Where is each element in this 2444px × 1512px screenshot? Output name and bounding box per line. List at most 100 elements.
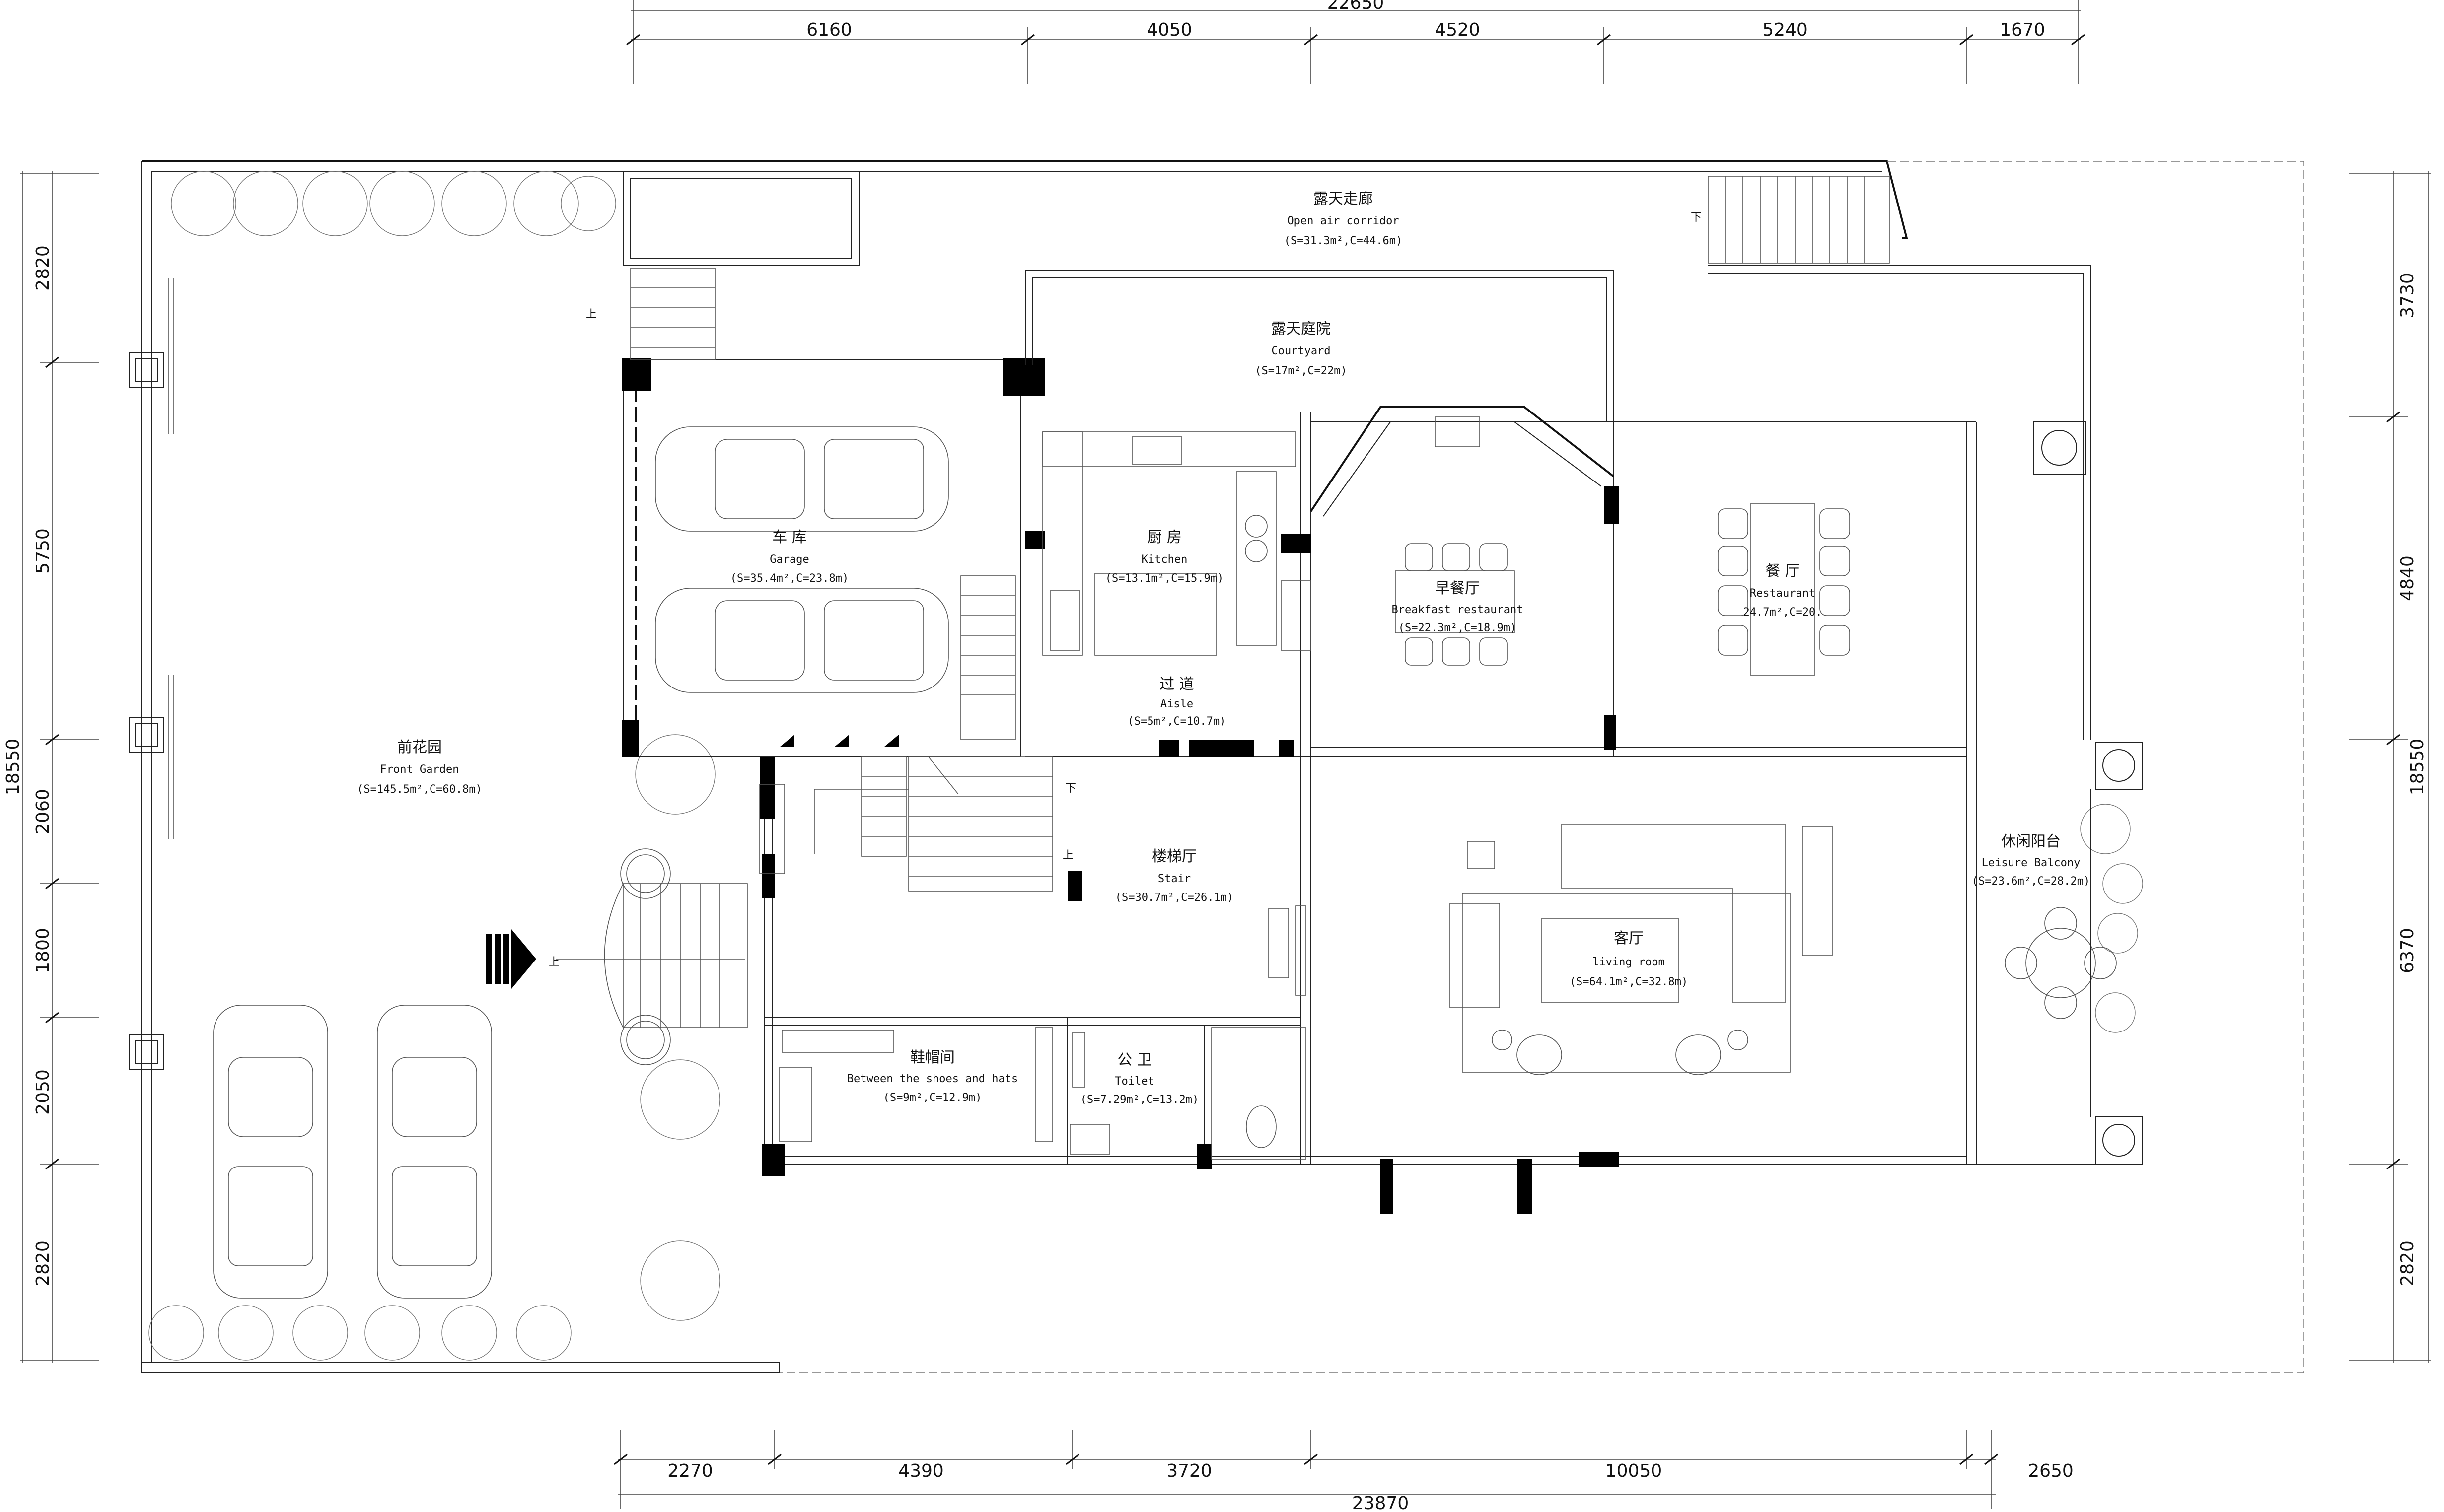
marker-down-corridor: 下 bbox=[1691, 211, 1702, 224]
room-garage: 车 库 Garage (S=35.4m²,C=23.8m) bbox=[730, 529, 849, 585]
dim-top-5: 1670 bbox=[2000, 20, 2045, 40]
room-name-en: Between the shoes and hats bbox=[847, 1073, 1018, 1085]
room-name-en: Breakfast restaurant bbox=[1392, 604, 1523, 616]
garden-cars bbox=[213, 1005, 492, 1299]
dim-top-2: 4050 bbox=[1147, 20, 1192, 40]
dim-bottom-5: 2650 bbox=[2028, 1461, 2074, 1481]
dim-bottom-3: 3720 bbox=[1166, 1461, 1212, 1481]
room-name: 早餐厅 bbox=[1435, 580, 1480, 597]
balcony-table bbox=[2005, 907, 2117, 1019]
dim-right-4: 2820 bbox=[2397, 1240, 2418, 1286]
room-name: 露天庭院 bbox=[1271, 320, 1331, 338]
room-name-en: Aisle bbox=[1160, 698, 1193, 710]
room-leisure-balcony: 休闲阳台 Leisure Balcony (S=23.6m²,C=28.2m) bbox=[1972, 833, 2090, 888]
dim-right-2: 4840 bbox=[2397, 555, 2418, 601]
dim-left-6: 2820 bbox=[33, 1240, 53, 1286]
room-name-en: Kitchen bbox=[1142, 553, 1188, 566]
room-toilet: 公 卫 Toilet (S=7.29m²,C=13.2m) bbox=[1080, 1051, 1199, 1106]
main-stair bbox=[814, 575, 1053, 892]
room-stats: (S=145.5m²,C=60.8m) bbox=[357, 783, 482, 796]
room-stats: (S=64.1m²,C=32.8m) bbox=[1570, 976, 1688, 988]
dim-top-total: 22650 bbox=[1327, 0, 1384, 13]
room-stats: (S=13.1m²,C=15.9m) bbox=[1105, 572, 1223, 585]
balcony-pillars bbox=[1976, 421, 2143, 1165]
room-restaurant: 餐 厅 Restaurant 24.7m²,C=20. bbox=[1743, 562, 1822, 619]
room-stats: 24.7m²,C=20. bbox=[1743, 606, 1822, 619]
entrance-arrow-icon bbox=[486, 929, 536, 989]
room-name: 客厅 bbox=[1614, 930, 1644, 947]
room-name-en: Restaurant bbox=[1750, 587, 1815, 600]
room-front-garden: 前花园 Front Garden (S=145.5m²,C=60.8m) bbox=[357, 739, 482, 796]
room-name: 露天走廊 bbox=[1313, 190, 1373, 207]
dim-left-1: 2820 bbox=[33, 245, 53, 291]
room-stats: (S=35.4m²,C=23.8m) bbox=[730, 572, 849, 585]
room-name-en: Front Garden bbox=[380, 763, 459, 776]
dim-bottom-2: 4390 bbox=[898, 1461, 944, 1481]
room-name-en: Toilet bbox=[1115, 1075, 1154, 1088]
room-name-en: Open air corridor bbox=[1287, 215, 1399, 227]
dim-bottom-1: 2270 bbox=[667, 1461, 713, 1481]
dim-right-1: 3730 bbox=[2397, 273, 2418, 318]
room-name: 公 卫 bbox=[1117, 1051, 1152, 1069]
dim-left-5: 2050 bbox=[33, 1069, 53, 1115]
dim-left-3: 2060 bbox=[33, 789, 53, 834]
room-name: 厨 房 bbox=[1147, 529, 1182, 546]
room-name: 楼梯厅 bbox=[1152, 848, 1197, 865]
room-name-en: Courtyard bbox=[1271, 345, 1330, 357]
room-stats: (S=30.7m²,C=26.1m) bbox=[1115, 892, 1233, 904]
room-name: 鞋帽间 bbox=[910, 1049, 955, 1066]
room-name: 休闲阳台 bbox=[2001, 833, 2061, 850]
dim-left-4: 1800 bbox=[33, 928, 53, 973]
kitchen-cabinets bbox=[1042, 431, 1311, 656]
marker-down-stair: 下 bbox=[1065, 782, 1076, 795]
room-name: 过 道 bbox=[1159, 676, 1194, 693]
room-name-en: Garage bbox=[770, 553, 809, 566]
room-breakfast: 早餐厅 Breakfast restaurant (S=22.3m²,C=18.… bbox=[1392, 580, 1523, 634]
marker-up-stair: 上 bbox=[1063, 849, 1074, 862]
room-courtyard: 露天庭院 Courtyard (S=17m²,C=22m) bbox=[1255, 320, 1347, 377]
marker-up-entrance: 上 bbox=[549, 956, 560, 968]
building-walls bbox=[622, 176, 2091, 1214]
dining-table bbox=[1718, 503, 1850, 676]
dim-bottom-4: 10050 bbox=[1605, 1461, 1662, 1481]
room-open-air-corridor: 露天走廊 Open air corridor (S=31.3m²,C=44.6m… bbox=[1284, 190, 1402, 247]
entrance-stair bbox=[556, 784, 785, 1065]
garden-pillars bbox=[129, 352, 164, 1070]
dim-right-3: 6370 bbox=[2397, 928, 2418, 973]
room-stats: (S=31.3m²,C=44.6m) bbox=[1284, 235, 1402, 247]
room-name-en: living room bbox=[1592, 956, 1665, 968]
site-boundary bbox=[129, 160, 2304, 1373]
dim-left-total: 18550 bbox=[3, 739, 23, 796]
toilet-fixtures bbox=[1070, 1027, 1306, 1160]
room-name-en: Stair bbox=[1158, 873, 1191, 885]
room-kitchen: 厨 房 Kitchen (S=13.1m²,C=15.9m) bbox=[1105, 529, 1223, 585]
room-stats: (S=9m²,C=12.9m) bbox=[883, 1092, 982, 1104]
marker-up-garage: 上 bbox=[586, 308, 597, 321]
room-shoes: 鞋帽间 Between the shoes and hats (S=9m²,C=… bbox=[847, 1049, 1018, 1104]
room-stats: (S=23.6m²,C=28.2m) bbox=[1972, 875, 2090, 888]
dim-top-3: 4520 bbox=[1435, 20, 1480, 40]
room-stats: (S=22.3m²,C=18.9m) bbox=[1398, 622, 1516, 634]
dimension-labels: 22650 6160 4050 4520 5240 1670 2270 4390… bbox=[3, 0, 2428, 1512]
room-name-en: Leisure Balcony bbox=[1982, 857, 2081, 869]
garage-cars bbox=[655, 426, 949, 693]
dim-bottom-total: 23870 bbox=[1352, 1493, 1409, 1512]
room-stair: 楼梯厅 Stair (S=30.7m²,C=26.1m) bbox=[1115, 848, 1233, 904]
room-name: 车 库 bbox=[772, 529, 807, 546]
stair-markers: 上 下 下 上 上 bbox=[549, 211, 1702, 968]
room-aisle: 过 道 Aisle (S=5m²,C=10.7m) bbox=[1128, 676, 1226, 728]
dim-left-2: 5750 bbox=[33, 528, 53, 574]
dim-top-4: 5240 bbox=[1762, 20, 1808, 40]
shoes-room-cabinets bbox=[779, 1027, 1053, 1142]
room-stats: (S=7.29m²,C=13.2m) bbox=[1080, 1094, 1199, 1106]
dim-right-total: 18550 bbox=[2407, 739, 2428, 796]
room-name: 餐 厅 bbox=[1765, 562, 1800, 580]
room-living: 客厅 living room (S=64.1m²,C=32.8m) bbox=[1570, 930, 1688, 988]
garden-trees bbox=[148, 171, 2143, 1361]
room-stats: (S=5m²,C=10.7m) bbox=[1128, 715, 1226, 728]
room-name: 前花园 bbox=[397, 739, 442, 756]
room-stats: (S=17m²,C=22m) bbox=[1255, 365, 1347, 377]
living-sofa-set bbox=[1268, 824, 1833, 1075]
dimension-lines bbox=[20, 0, 2431, 1509]
